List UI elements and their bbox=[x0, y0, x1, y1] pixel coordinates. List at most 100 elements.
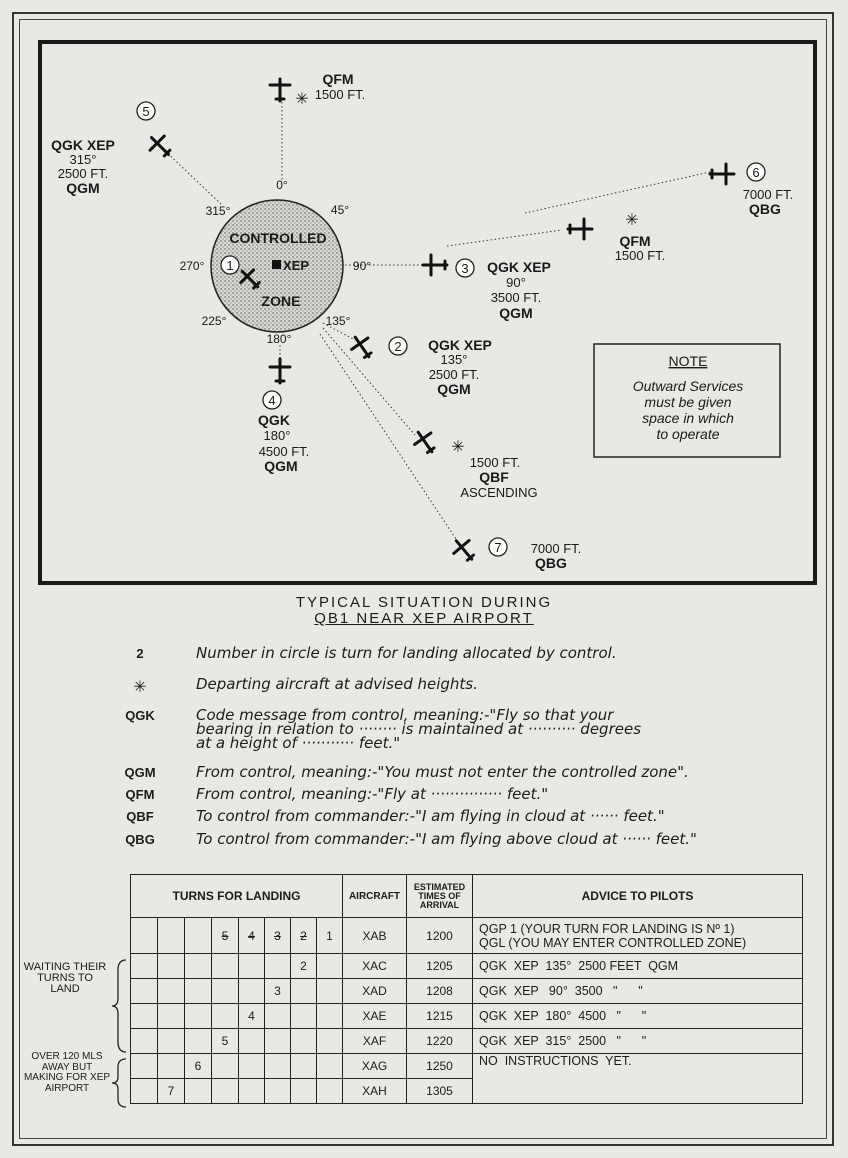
turn-cell: 4 bbox=[238, 1003, 265, 1029]
waiting-note: WAITING THEIR TURNS TO LAND bbox=[23, 961, 107, 995]
turn-cell bbox=[264, 1078, 291, 1104]
aircraft-4-line4: QGM bbox=[264, 458, 297, 474]
turn-cell bbox=[157, 1028, 185, 1054]
turn-cell: 2 bbox=[290, 953, 317, 979]
legend-code: QFM bbox=[125, 787, 155, 802]
turn-cell bbox=[290, 1003, 317, 1029]
turn-circle-6 bbox=[746, 162, 766, 182]
legend-code: QGK bbox=[125, 708, 155, 723]
turn-number-6: 6 bbox=[752, 165, 759, 180]
aircraft-cell: XAC bbox=[342, 953, 407, 979]
turn-cell bbox=[130, 917, 158, 954]
plane-icon-4 bbox=[268, 357, 292, 385]
bearing-180: 180° bbox=[267, 332, 292, 346]
eta-cell: 1208 bbox=[406, 978, 473, 1004]
turn-circle-4 bbox=[262, 390, 282, 410]
note-line3: space in which bbox=[642, 410, 734, 426]
legend-text: To control from commander:-"I am flying … bbox=[196, 830, 697, 848]
turn-cell bbox=[184, 953, 212, 979]
aircraft-3-line1: QGK XEP bbox=[487, 259, 551, 275]
eta-cell: 1215 bbox=[406, 1003, 473, 1029]
turn-cell bbox=[130, 978, 158, 1004]
turn-cell bbox=[238, 978, 265, 1004]
turn-number-1: 1 bbox=[226, 258, 233, 273]
aircraft-cell: XAF bbox=[342, 1028, 407, 1054]
turn-cell bbox=[157, 978, 185, 1004]
waiting-brace bbox=[111, 959, 127, 1053]
turn-cell bbox=[157, 1003, 185, 1029]
bearing-45: 45° bbox=[331, 203, 349, 217]
plane-icon-1 bbox=[239, 268, 261, 290]
legend-text: To control from commander:-"I am flying … bbox=[196, 807, 665, 825]
aircraft-4-line2: 180° bbox=[264, 428, 291, 443]
turn-cell bbox=[316, 953, 343, 979]
eta-cell: 1220 bbox=[406, 1028, 473, 1054]
plane-icon-7 bbox=[452, 539, 475, 562]
turn-cell bbox=[184, 917, 212, 954]
note-line2: must be given bbox=[644, 394, 731, 410]
turn-cell: 6 bbox=[184, 1053, 212, 1079]
header-aircraft: AIRCRAFT bbox=[342, 874, 407, 918]
turn-cell bbox=[316, 1053, 343, 1079]
over-brace bbox=[111, 1058, 127, 1108]
turns-table: TURNS FOR LANDING AIRCRAFT ESTIMATED TIM… bbox=[130, 874, 803, 1104]
bearing-90: 90° bbox=[353, 259, 371, 273]
bearing-315: 315° bbox=[206, 204, 231, 218]
eta-cell: 1305 bbox=[406, 1078, 473, 1104]
over-note: OVER 120 MLS AWAY BUT MAKING FOR XEP AIR… bbox=[23, 1051, 111, 1094]
legend-code: 2 bbox=[136, 646, 144, 661]
eta-cell: 1200 bbox=[406, 917, 473, 954]
turn-cell bbox=[238, 953, 265, 979]
advice-cell: QGK XEP 180° 4500 " " bbox=[472, 1003, 803, 1029]
plane-icon-6 bbox=[708, 162, 736, 186]
note-heading: NOTE bbox=[669, 353, 708, 369]
legend-text: Code message from control, meaning:-"Fly… bbox=[196, 706, 642, 752]
turn-cell bbox=[316, 1078, 343, 1104]
aircraft-7-line1: 7000 FT. bbox=[531, 541, 582, 556]
legend-item-qbg: QBG To control from commander:-"I am fly… bbox=[100, 832, 800, 852]
turn-cell bbox=[211, 1053, 239, 1079]
advice-cell: QGP 1 (YOUR TURN FOR LANDING IS Nº 1) QG… bbox=[472, 917, 803, 954]
turn-cell bbox=[264, 1028, 291, 1054]
turn-cell bbox=[316, 978, 343, 1004]
airport-label: XEP bbox=[283, 258, 309, 273]
turn-circle-3 bbox=[455, 258, 475, 278]
legend-text: Number in circle is turn for landing all… bbox=[196, 644, 617, 662]
aircraft-6-line1: 7000 FT. bbox=[743, 187, 794, 202]
aircraft-3-line2: 90° bbox=[506, 275, 526, 290]
plane-icon-ascending bbox=[413, 430, 436, 454]
page-outer-border bbox=[12, 12, 834, 1146]
legend-code: QBF bbox=[126, 809, 154, 824]
plane-icon-east bbox=[566, 217, 594, 241]
turn-cell bbox=[130, 1028, 158, 1054]
turn-number-4: 4 bbox=[268, 393, 275, 408]
turn-circle-7 bbox=[488, 537, 508, 557]
aircraft-5-line4: QGM bbox=[66, 180, 99, 196]
east-line2: 1500 FT. bbox=[615, 248, 666, 263]
turn-cell bbox=[290, 1028, 317, 1054]
zone-label-top: CONTROLLED bbox=[229, 230, 326, 246]
turn-number-2: 2 bbox=[394, 339, 401, 354]
header-turns: TURNS FOR LANDING bbox=[130, 874, 343, 918]
aircraft-2-line1: QGK XEP bbox=[428, 337, 492, 353]
legend-item-departing: ✳ Departing aircraft at advised heights. bbox=[100, 677, 800, 697]
turn-cell bbox=[184, 1003, 212, 1029]
aircraft-3-line4: QGM bbox=[499, 305, 532, 321]
aircraft-2-line3: 2500 FT. bbox=[429, 367, 480, 382]
turn-cell bbox=[264, 953, 291, 979]
aircraft-cell: XAG bbox=[342, 1053, 407, 1079]
turn-cell bbox=[130, 1003, 158, 1029]
turn-cell bbox=[211, 1078, 239, 1104]
turn-cell bbox=[184, 1028, 212, 1054]
turn-cell: 2 bbox=[290, 917, 317, 954]
aircraft-3-line3: 3500 FT. bbox=[491, 290, 542, 305]
aircraft-2-line4: QGM bbox=[437, 381, 470, 397]
aircraft-2-line2: 135° bbox=[441, 352, 468, 367]
turn-cell bbox=[211, 953, 239, 979]
caption-line1: TYPICAL SITUATION DURING bbox=[295, 594, 553, 611]
bearing-0: 0° bbox=[276, 178, 288, 192]
turn-number-7: 7 bbox=[494, 540, 501, 555]
